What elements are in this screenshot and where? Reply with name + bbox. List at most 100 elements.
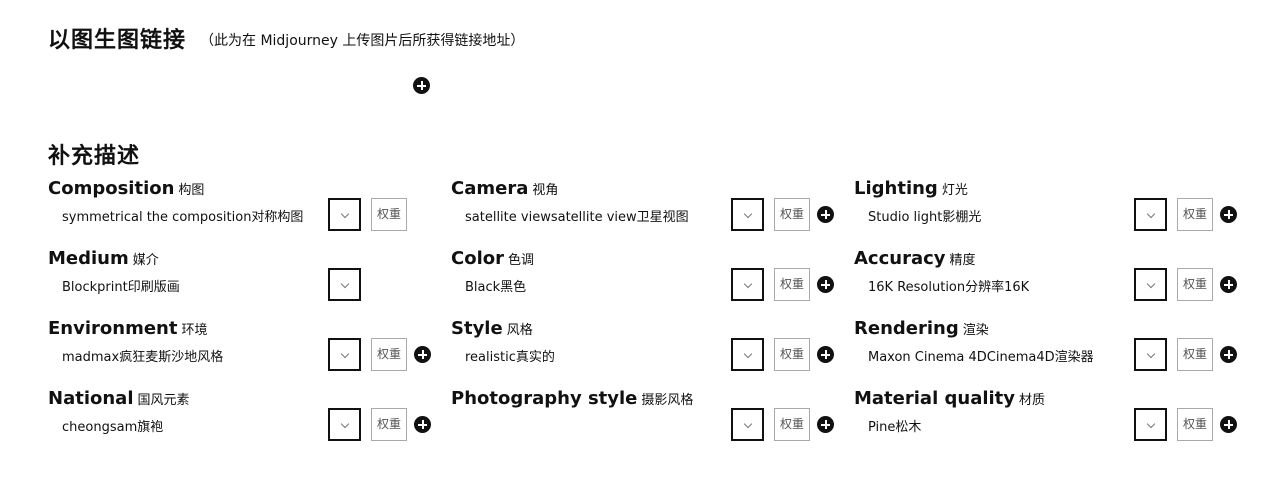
color-weight-input[interactable]: 权重	[774, 268, 810, 301]
composition-value: symmetrical the composition对称构图	[62, 210, 304, 225]
field-label-cn: 构图	[178, 183, 205, 198]
color-dropdown[interactable]	[731, 268, 764, 301]
environment-add-button[interactable]	[414, 346, 431, 363]
camera-value: satellite viewsatellite view卫星视图	[465, 210, 689, 225]
chevron-down-icon	[1146, 419, 1156, 429]
chevron-down-icon	[340, 279, 350, 289]
rendering-dropdown[interactable]	[1134, 338, 1167, 371]
chevron-down-icon	[1146, 279, 1156, 289]
lighting-add-button[interactable]	[1220, 206, 1237, 223]
chevron-down-icon	[743, 419, 753, 429]
field-label-cn: 精度	[949, 253, 976, 268]
field-label-cn: 媒介	[132, 253, 159, 268]
add-image-link-button[interactable]	[413, 77, 430, 94]
chevron-down-icon	[743, 209, 753, 219]
field-label-cn: 渲染	[962, 323, 989, 338]
national-weight-input[interactable]: 权重	[371, 408, 407, 441]
photography-style-dropdown[interactable]	[731, 408, 764, 441]
accuracy-weight-input[interactable]: 权重	[1177, 268, 1213, 301]
medium-dropdown[interactable]	[328, 268, 361, 301]
chevron-down-icon	[340, 209, 350, 219]
camera-add-button[interactable]	[817, 206, 834, 223]
style-value: realistic真实的	[465, 350, 555, 365]
material-quality-dropdown[interactable]	[1134, 408, 1167, 441]
field-label-en: Composition	[48, 178, 175, 199]
plus-circle-icon	[817, 346, 834, 363]
plus-circle-icon	[817, 416, 834, 433]
chevron-down-icon	[1146, 209, 1156, 219]
material-quality-add-button[interactable]	[1220, 416, 1237, 433]
field-label-cn: 国风元素	[137, 393, 190, 408]
chevron-down-icon	[743, 279, 753, 289]
environment-weight-input[interactable]: 权重	[371, 338, 407, 371]
field-label-cn: 环境	[181, 323, 208, 338]
field-label-cn: 材质	[1019, 393, 1046, 408]
plus-circle-icon	[817, 276, 834, 293]
photography-style-add-button[interactable]	[817, 416, 834, 433]
style-dropdown[interactable]	[731, 338, 764, 371]
field-label-en: National	[48, 388, 134, 409]
camera-weight-input[interactable]: 权重	[774, 198, 810, 231]
color-add-button[interactable]	[817, 276, 834, 293]
field-label-cn: 灯光	[941, 183, 968, 198]
lighting-weight-input[interactable]: 权重	[1177, 198, 1213, 231]
composition-weight-input[interactable]: 权重	[371, 198, 407, 231]
field-label-cn: 摄影风格	[641, 393, 694, 408]
plus-circle-icon	[1220, 346, 1237, 363]
field-label-en: Medium	[48, 248, 129, 269]
accuracy-dropdown[interactable]	[1134, 268, 1167, 301]
environment-value: madmax疯狂麦斯沙地风格	[62, 350, 224, 365]
rendering-value: Maxon Cinema 4DCinema4D渲染器	[868, 350, 1094, 365]
field-label-en: Style	[451, 318, 503, 339]
field-label-en: Photography style	[451, 388, 638, 409]
chevron-down-icon	[340, 419, 350, 429]
chevron-down-icon	[340, 349, 350, 359]
rendering-add-button[interactable]	[1220, 346, 1237, 363]
composition-dropdown[interactable]	[328, 198, 361, 231]
lighting-dropdown[interactable]	[1134, 198, 1167, 231]
field-label-en: Accuracy	[854, 248, 946, 269]
field-label-en: Material quality	[854, 388, 1016, 409]
accuracy-value: 16K Resolution分辨率16K	[868, 280, 1030, 295]
field-label-cn: 风格	[506, 323, 533, 338]
medium-value: Blockprint印刷版画	[62, 280, 180, 295]
plus-circle-icon	[1220, 416, 1237, 433]
plus-circle-icon	[414, 346, 431, 363]
environment-dropdown[interactable]	[328, 338, 361, 371]
national-dropdown[interactable]	[328, 408, 361, 441]
camera-dropdown[interactable]	[731, 198, 764, 231]
field-label-en: Camera	[451, 178, 529, 199]
photography-style-weight-input[interactable]: 权重	[774, 408, 810, 441]
rendering-weight-input[interactable]: 权重	[1177, 338, 1213, 371]
plus-circle-icon	[817, 206, 834, 223]
accuracy-add-button[interactable]	[1220, 276, 1237, 293]
style-weight-input[interactable]: 权重	[774, 338, 810, 371]
field-label-en: Lighting	[854, 178, 938, 199]
style-add-button[interactable]	[817, 346, 834, 363]
national-add-button[interactable]	[414, 416, 431, 433]
national-value: cheongsam旗袍	[62, 420, 164, 435]
page-title-note: （此为在 Midjourney 上传图片后所获得链接地址）	[200, 33, 525, 49]
material-quality-weight-input[interactable]: 权重	[1177, 408, 1213, 441]
